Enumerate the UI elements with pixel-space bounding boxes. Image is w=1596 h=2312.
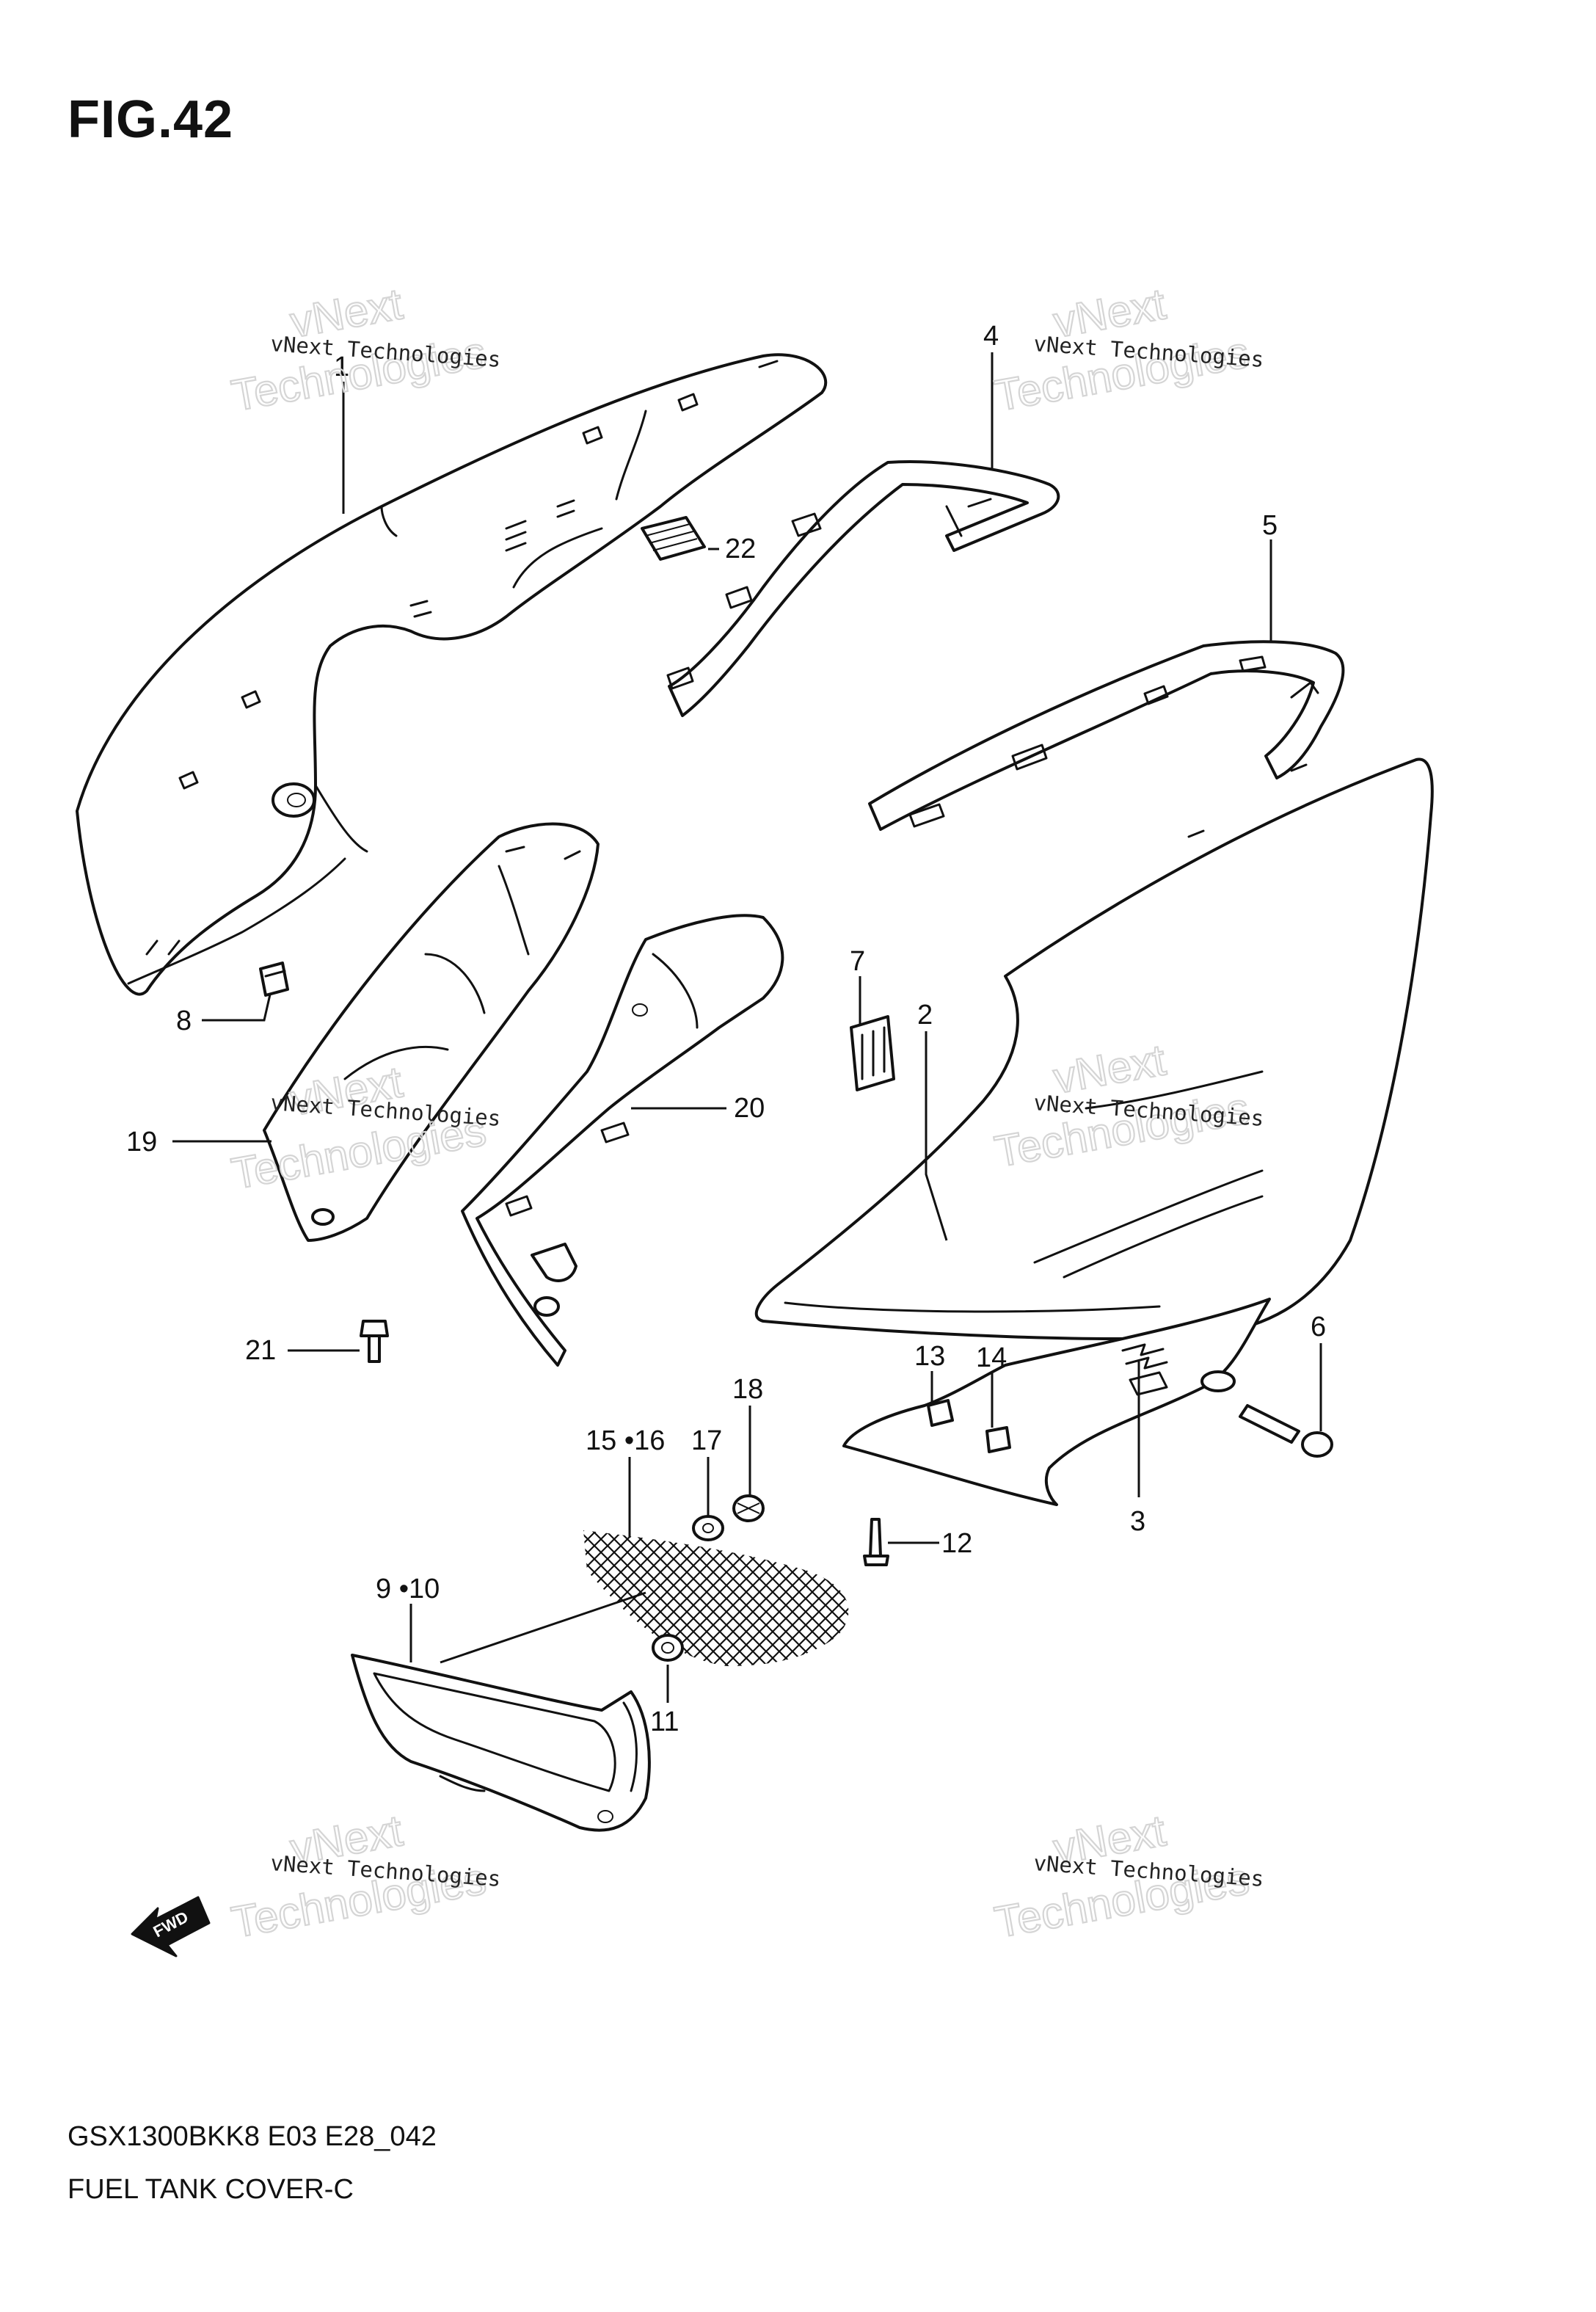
leader-lines (172, 352, 1322, 1703)
part-5-rear-trim (868, 640, 1345, 831)
part-20-inner-bracket (461, 914, 784, 1367)
part-21-screw (360, 1320, 389, 1363)
part-3-lower-panel (842, 1298, 1271, 1506)
callout-13: 13 (914, 1341, 945, 1372)
callout-8: 8 (176, 1006, 192, 1036)
callout-17: 17 (691, 1425, 722, 1456)
callout-labels: 1 2 3 4 5 6 7 8 9 •10 11 12 13 14 15 •16… (126, 321, 1326, 1737)
callout-15-16: 15 •16 (586, 1425, 665, 1456)
part-17-washer (692, 1515, 724, 1541)
watermark-bottom-right: vNext Technologies vNext Technologies (991, 1805, 1265, 1948)
watermark-top-left: vNext Technologies vNext Technologies (227, 278, 502, 421)
callout-7: 7 (850, 946, 865, 977)
callout-1: 1 (334, 352, 349, 382)
callout-4: 4 (983, 321, 999, 352)
part-14-nut (985, 1426, 1011, 1453)
callout-9-10: 9 •10 (376, 1574, 440, 1604)
part-13-nut (927, 1399, 954, 1427)
callout-12: 12 (941, 1528, 972, 1559)
callout-21: 21 (245, 1335, 276, 1366)
model-code: GSX1300BKK8 E03 E28_042 (68, 2121, 437, 2152)
part-18-grommet (732, 1494, 765, 1522)
section-name: FUEL TANK COVER-C (68, 2174, 354, 2205)
part-6-bolt (1239, 1404, 1333, 1458)
part-22-pad (641, 516, 706, 561)
callout-11: 11 (650, 1706, 679, 1737)
callout-2: 2 (917, 1000, 933, 1030)
callout-6: 6 (1311, 1312, 1326, 1342)
callout-3: 3 (1130, 1506, 1145, 1537)
part-1-upper-tank-cover (76, 353, 828, 996)
part-11-nut (652, 1634, 684, 1662)
callout-20: 20 (734, 1093, 765, 1124)
part-8-clip (259, 961, 289, 997)
watermark-top-right: vNext Technologies vNext Technologies (991, 278, 1265, 421)
part-15-16-mesh (583, 1530, 849, 1666)
part-7-clip (850, 1015, 895, 1091)
callout-14: 14 (976, 1342, 1007, 1373)
part-9-10-grille-frame (351, 1654, 651, 1832)
fwd-arrow-icon: FWD (131, 1896, 211, 1957)
callout-19: 19 (126, 1127, 157, 1157)
callout-22: 22 (725, 534, 756, 564)
part-19-inner-panel (263, 822, 600, 1242)
watermark-bottom-left: vNext Technologies vNext Technologies (227, 1805, 502, 1948)
callout-18: 18 (732, 1374, 763, 1405)
part-4-trim-strip (666, 460, 1060, 717)
figure-title: FIG.42 (68, 90, 234, 149)
callout-5: 5 (1262, 510, 1278, 541)
part-12-screw (863, 1518, 889, 1566)
